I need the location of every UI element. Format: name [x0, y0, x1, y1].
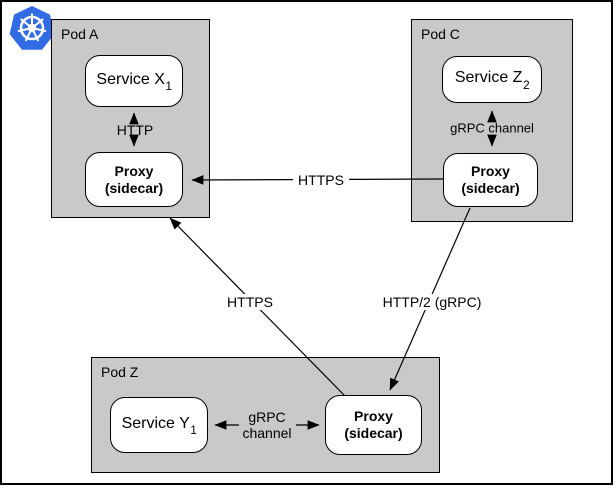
- service-z2-label: Service Z2: [454, 69, 530, 92]
- pod-z-proxy-box: Proxy (sidecar): [325, 395, 422, 455]
- pod-c-label: Pod C: [421, 26, 460, 42]
- pod-a-label: Pod A: [61, 26, 99, 42]
- https-horizontal-label: HTTPS: [293, 172, 349, 188]
- pod-a-proxy-label: Proxy (sidecar): [104, 162, 164, 196]
- pod-z-proxy-label: Proxy (sidecar): [344, 408, 403, 441]
- pod-c-proxy-label: Proxy (sidecar): [461, 163, 520, 196]
- grpc-channel-label-pod-z: gRPC channel: [242, 409, 292, 441]
- service-x1-box: Service X1: [85, 55, 183, 107]
- service-y1-label: Service Y1: [121, 414, 197, 438]
- https-diagonal-label: HTTPS: [222, 294, 278, 310]
- kubernetes-logo-icon: [9, 6, 55, 50]
- service-z2-box: Service Z2: [442, 56, 542, 103]
- pod-a-proxy-box: Proxy (sidecar): [85, 152, 183, 207]
- service-x1-label: Service X1: [96, 70, 173, 94]
- pod-c-proxy-box: Proxy (sidecar): [443, 153, 538, 207]
- grpc-channel-label-pod-c: gRPC channel: [450, 120, 534, 136]
- http-link-label: HTTP: [116, 122, 154, 138]
- service-y1-box: Service Y1: [110, 397, 208, 453]
- http2-grpc-label: HTTP/2 (gRPC): [377, 294, 487, 310]
- pod-z-label: Pod Z: [101, 364, 139, 380]
